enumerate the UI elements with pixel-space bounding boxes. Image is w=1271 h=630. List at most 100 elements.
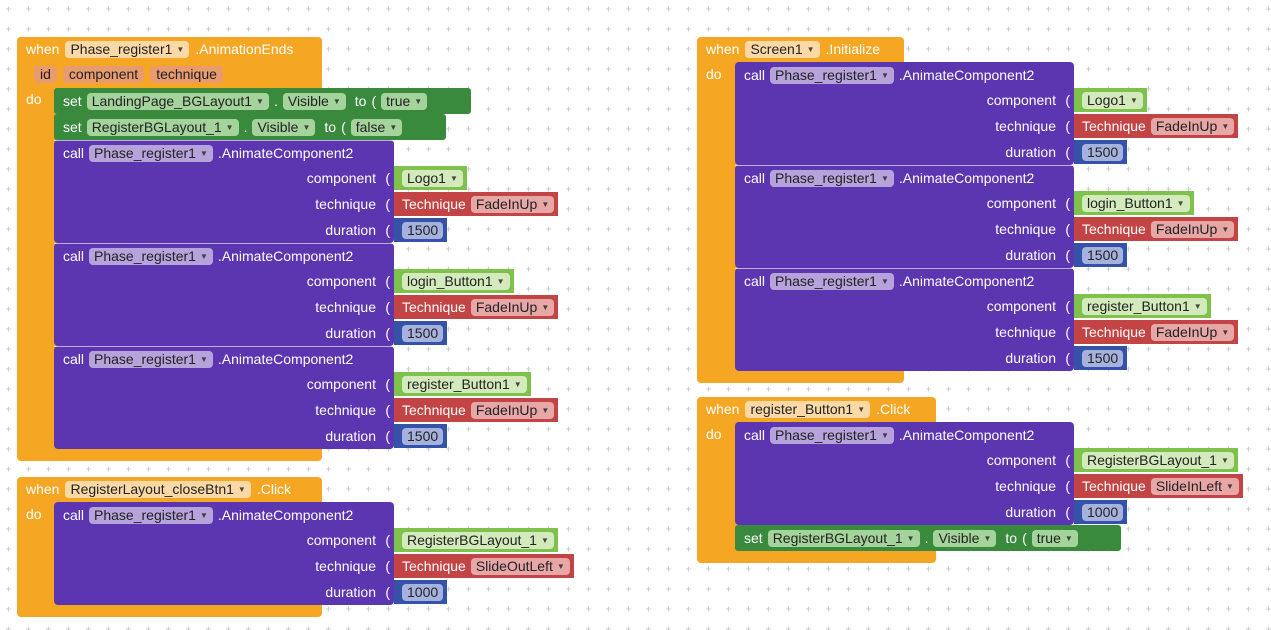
component-block[interactable]: register_Button1▼: [1074, 294, 1211, 318]
component-block[interactable]: register_Button1▼: [394, 372, 531, 396]
duration-value[interactable]: 1500: [1082, 246, 1124, 264]
arg-label-text: technique: [995, 478, 1056, 494]
component-dropdown[interactable]: login_Button1▼: [1082, 194, 1190, 212]
arg-label-text: technique: [315, 196, 376, 212]
technique-dropdown[interactable]: FadeInUp▼: [1150, 220, 1235, 238]
dot: .: [243, 119, 248, 135]
component-block[interactable]: Logo1▼: [394, 166, 467, 190]
event-name: .Click: [876, 401, 911, 417]
technique-dropdown[interactable]: SlideInLeft▼: [1150, 477, 1239, 495]
technique-dropdown[interactable]: FadeInUp▼: [1150, 323, 1235, 341]
param-component[interactable]: component: [62, 65, 145, 83]
animator-component-dropdown[interactable]: Phase_register1▼: [770, 272, 894, 290]
number-block[interactable]: 1000: [1074, 500, 1128, 524]
dropdown-arrow-icon: ▼: [176, 44, 185, 54]
dropdown-value: FadeInUp: [1155, 324, 1218, 340]
animator-component-dropdown[interactable]: Phase_register1▼: [89, 144, 213, 162]
component-dropdown[interactable]: Logo1▼: [402, 169, 463, 187]
arg-label-text: technique: [315, 558, 376, 574]
when-keyword: when: [706, 41, 740, 57]
component-dropdown[interactable]: register_Button1▼: [402, 375, 527, 393]
boolean-dropdown[interactable]: true▼: [381, 92, 428, 110]
socket: (: [385, 532, 390, 548]
technique-dropdown[interactable]: FadeInUp▼: [470, 298, 555, 316]
component-dropdown[interactable]: login_Button1▼: [402, 272, 510, 290]
duration-value[interactable]: 1500: [1082, 349, 1124, 367]
component-dropdown[interactable]: RegisterBGLayout_1▼: [1082, 451, 1234, 469]
duration-value[interactable]: 1500: [402, 427, 444, 445]
technique-dropdown[interactable]: FadeInUp▼: [470, 401, 555, 419]
boolean-dropdown[interactable]: false▼: [350, 118, 403, 136]
dropdown-arrow-icon: ▼: [256, 96, 264, 106]
component-block[interactable]: login_Button1▼: [1074, 191, 1194, 215]
technique-dropdown[interactable]: FadeInUp▼: [470, 195, 555, 213]
duration-value[interactable]: 1500: [402, 324, 444, 342]
event-component-dropdown[interactable]: Phase_register1▼: [65, 40, 190, 58]
dropdown-arrow-icon: ▼: [1129, 95, 1138, 105]
boolean-dropdown[interactable]: true▼: [1031, 529, 1078, 547]
duration-value[interactable]: 1500: [402, 221, 444, 239]
number-block[interactable]: 1500: [394, 218, 448, 242]
component-block[interactable]: login_Button1▼: [394, 269, 514, 293]
set-property-dropdown[interactable]: Visible▼: [282, 92, 346, 110]
component-dropdown[interactable]: RegisterBGLayout_1▼: [402, 531, 554, 549]
number-block[interactable]: 1500: [1074, 140, 1128, 164]
dropdown-arrow-icon: ▼: [225, 122, 234, 132]
set-component-dropdown[interactable]: RegisterBGLayout_1▼: [86, 118, 239, 136]
do-keyword: do: [26, 506, 42, 522]
technique-dropdown[interactable]: FadeInUp▼: [1150, 117, 1235, 135]
duration-value[interactable]: 1500: [1082, 143, 1124, 161]
number-block[interactable]: 1500: [1074, 346, 1128, 370]
technique-label: Technique: [1082, 118, 1146, 134]
param-technique[interactable]: technique: [150, 65, 223, 83]
animator-component-dropdown[interactable]: Phase_register1▼: [770, 169, 894, 187]
animator-component-dropdown[interactable]: Phase_register1▼: [770, 66, 894, 84]
event-component-dropdown[interactable]: RegisterLayout_closeBtn1▼: [65, 480, 251, 498]
set-component-dropdown[interactable]: LandingPage_BGLayout1▼: [86, 92, 269, 110]
animator-component-dropdown[interactable]: Phase_register1▼: [89, 506, 213, 524]
when-keyword: when: [26, 481, 60, 497]
number-block[interactable]: 1500: [1074, 243, 1128, 267]
dropdown-value: true: [1036, 530, 1061, 546]
animator-component-dropdown[interactable]: Phase_register1▼: [770, 426, 894, 444]
dropdown-arrow-icon: ▼: [541, 405, 550, 415]
duration-value[interactable]: 1000: [402, 583, 444, 601]
component-block[interactable]: Logo1▼: [1074, 88, 1147, 112]
number-block[interactable]: 1500: [394, 424, 448, 448]
number-block[interactable]: 1500: [394, 321, 448, 345]
technique-dropdown[interactable]: SlideOutLeft▼: [470, 557, 570, 575]
component-block[interactable]: RegisterBGLayout_1▼: [394, 528, 558, 552]
event-component-dropdown[interactable]: Screen1▼: [745, 40, 820, 58]
arg-label-text: component: [306, 170, 376, 186]
animator-component-dropdown[interactable]: Phase_register1▼: [89, 350, 213, 368]
arg-label-technique: technique: [54, 398, 376, 422]
method-name: .AnimateComponent2: [217, 248, 354, 264]
component-block[interactable]: RegisterBGLayout_1▼: [1074, 448, 1238, 472]
dropdown-value: Phase_register1: [94, 507, 196, 523]
param-id[interactable]: id: [34, 65, 57, 83]
do-keyword: do: [706, 426, 722, 442]
component-dropdown[interactable]: Logo1▼: [1082, 91, 1143, 109]
arg-label-duration: duration: [735, 140, 1056, 164]
event-component-dropdown[interactable]: register_Button1▼: [745, 400, 871, 418]
method-name: .AnimateComponent2: [217, 145, 354, 161]
set-property-dropdown[interactable]: Visible▼: [252, 118, 316, 136]
arg-label-technique: technique: [54, 554, 376, 578]
call-header: call Phase_register1▼ .AnimateComponent2: [744, 269, 1034, 293]
duration-value[interactable]: 1000: [1082, 503, 1124, 521]
number-block[interactable]: 1000: [394, 580, 448, 604]
set-property-dropdown[interactable]: Visible▼: [933, 529, 997, 547]
call-keyword: call: [63, 351, 85, 367]
dropdown-value: SlideOutLeft: [475, 558, 553, 574]
set-component-dropdown[interactable]: RegisterBGLayout_1▼: [767, 529, 920, 547]
component-dropdown[interactable]: register_Button1▼: [1082, 297, 1207, 315]
animator-component-dropdown[interactable]: Phase_register1▼: [89, 247, 213, 265]
